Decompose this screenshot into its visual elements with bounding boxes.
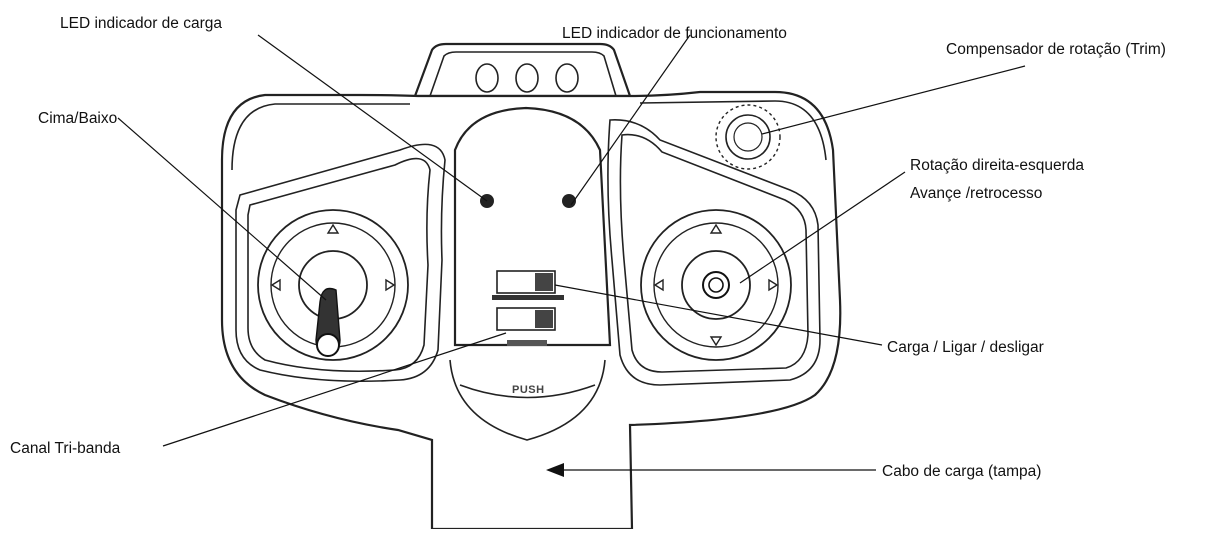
- right-arrow-left-icon: [653, 278, 664, 292]
- right-arrow-up-icon: [709, 223, 723, 234]
- leader-tri-band: [162, 332, 507, 447]
- label-led-charge: LED indicador de carga: [60, 15, 222, 32]
- leader-power-switch: [554, 284, 883, 346]
- left-arrow-right-icon: [385, 278, 396, 292]
- label-charge-cable: Cabo de carga (tampa): [882, 463, 1041, 480]
- power-switch[interactable]: [492, 270, 564, 300]
- label-power-switch: Carga / Ligar / desligar: [887, 339, 1044, 356]
- left-arrow-up-icon: [326, 223, 340, 234]
- right-grip-panel: [607, 119, 821, 386]
- center-panel: [449, 106, 612, 441]
- trim-dial[interactable]: [715, 104, 781, 170]
- left-grip-panel: [235, 143, 446, 383]
- top-antenna-housing: [413, 42, 632, 98]
- leader-led-charge: [257, 34, 488, 202]
- label-tri-band: Canal Tri-banda: [10, 440, 121, 457]
- right-joystick[interactable]: [640, 209, 792, 361]
- top-led-3: [555, 63, 579, 93]
- label-led-power: LED indicador de funcionamento: [562, 25, 787, 42]
- right-arrow-right-icon: [768, 278, 779, 292]
- leader-led-power: [570, 34, 691, 206]
- label-trim: Compensador de rotação (Trim): [946, 41, 1166, 58]
- top-led-2: [515, 63, 539, 93]
- push-text: PUSH: [512, 384, 545, 396]
- leader-rotation: [739, 171, 906, 284]
- leader-lines: [117, 34, 1026, 477]
- right-arrow-down-icon: [709, 336, 723, 347]
- power-led: [562, 194, 576, 208]
- left-arrow-left-icon: [270, 278, 281, 292]
- tri-band-switch[interactable]: [496, 307, 556, 346]
- left-joystick[interactable]: [257, 209, 409, 361]
- label-up-down: Cima/Baixo: [38, 110, 117, 127]
- top-led-1: [475, 63, 499, 93]
- arrow-head-icon: [546, 463, 564, 477]
- label-rotation-2: Avançe /retrocesso: [910, 185, 1042, 202]
- label-rotation-1: Rotação direita-esquerda: [910, 157, 1084, 174]
- leader-trim: [761, 65, 1026, 135]
- leader-up-down: [117, 117, 327, 301]
